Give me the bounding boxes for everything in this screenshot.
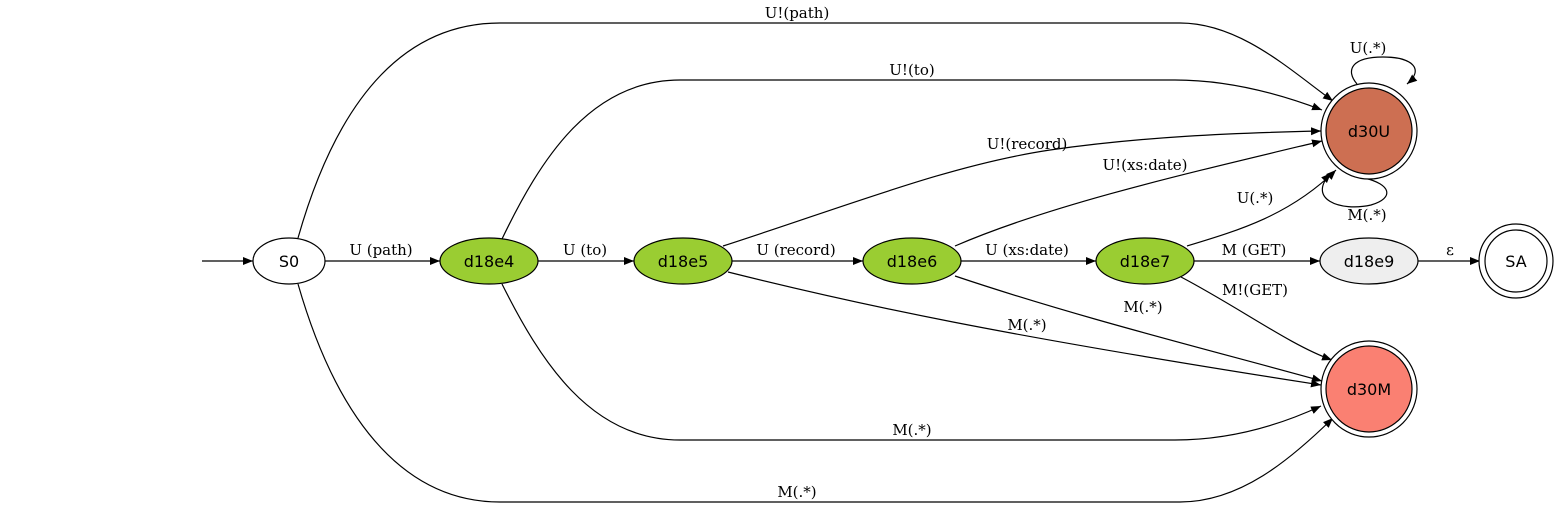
- edge-label-d18e7-d30u: U(.*): [1237, 189, 1274, 207]
- edge-label-d18e5-d30u: U!(record): [987, 135, 1068, 153]
- nodes: S0 d18e4 d18e5 d18e6 d18e7 d18e9 SA: [252, 82, 1554, 438]
- edge-d30u-self-loop-bottom: M(.*): [1321, 172, 1388, 224]
- edge-d18e4-to-d30u: U!(to): [501, 61, 1323, 240]
- node-d18e9[interactable]: d18e9: [1319, 237, 1419, 285]
- edge-label-d18e5-d18e6: U (record): [756, 241, 835, 259]
- edge-d18e7-to-d30u: U(.*): [1186, 169, 1337, 247]
- node-label-sa: SA: [1505, 252, 1526, 271]
- edge-d18e5-to-d30m: M(.*): [727, 271, 1322, 388]
- edge-d18e6-to-d30m: M(.*): [954, 275, 1323, 383]
- edge-d18e7-to-d18e9: M (GET): [1194, 241, 1320, 265]
- edge-s0-to-d30u: U!(path): [297, 4, 1334, 239]
- node-sa[interactable]: SA: [1478, 223, 1554, 299]
- node-label-d30u: d30U: [1348, 122, 1390, 141]
- edge-label-d18e4-d30m: M(.*): [892, 421, 931, 439]
- edge-s0-to-d18e4: U (path): [324, 241, 440, 265]
- edge-label-s0-d30m: M(.*): [777, 483, 816, 501]
- edge-label-d18e4-d30u: U!(to): [889, 61, 934, 79]
- edge-d18e6-to-d18e7: U (xs:date): [961, 241, 1096, 265]
- node-d18e4[interactable]: d18e4: [439, 237, 539, 285]
- node-label-d18e9: d18e9: [1344, 252, 1395, 271]
- edge-label-d18e6-d30m: M(.*): [1123, 298, 1162, 316]
- edge-s0-to-d30m: M(.*): [297, 283, 1334, 503]
- edge-label-s0-d30u: U!(path): [765, 4, 830, 22]
- node-label-d18e4: d18e4: [464, 252, 515, 271]
- edge-d18e4-to-d18e5: U (to): [538, 241, 634, 265]
- node-label-d18e5: d18e5: [658, 252, 709, 271]
- edge-label-d18e7-d18e9: M (GET): [1222, 241, 1287, 259]
- edge-label-d18e6-d18e7: U (xs:date): [985, 241, 1069, 259]
- edge-label-d18e6-d30u: U!(xs:date): [1102, 156, 1187, 174]
- edge-label-d18e5-d30m: M(.*): [1007, 316, 1046, 334]
- node-s0[interactable]: S0: [252, 237, 326, 285]
- edge-label-d18e7-d30m: M!(GET): [1222, 281, 1288, 299]
- node-d30u[interactable]: d30U: [1320, 82, 1418, 180]
- node-d18e5[interactable]: d18e5: [633, 237, 733, 285]
- edge-label-d30u-loop-bottom: M(.*): [1347, 206, 1386, 224]
- edge-d30u-self-loop-top: U(.*): [1350, 39, 1418, 85]
- edge-d18e7-to-d30m: M!(GET): [1180, 276, 1333, 361]
- edge-d18e6-to-d30u: U!(xs:date): [954, 139, 1323, 247]
- edge-d18e4-to-d30m: M(.*): [501, 283, 1322, 441]
- edge-label-s0-d18e4: U (path): [349, 241, 412, 259]
- node-label-d30m: d30M: [1347, 380, 1391, 399]
- edge-label-d18e4-d18e5: U (to): [563, 241, 607, 259]
- node-d30m[interactable]: d30M: [1320, 340, 1418, 438]
- node-label-d18e7: d18e7: [1120, 252, 1171, 271]
- edge-d18e5-to-d30u: U!(record): [722, 127, 1322, 247]
- edge-d18e9-to-sa: ε: [1418, 241, 1480, 265]
- edge-d18e5-to-d18e6: U (record): [732, 241, 863, 265]
- edges: U (path) U (to) U (record) U (xs:date) M…: [202, 4, 1480, 503]
- edge-label-d30u-loop-top: U(.*): [1350, 39, 1387, 57]
- node-d18e7[interactable]: d18e7: [1095, 237, 1195, 285]
- node-label-d18e6: d18e6: [887, 252, 938, 271]
- node-label-s0: S0: [279, 252, 299, 271]
- edge-label-d18e9-sa: ε: [1446, 241, 1454, 259]
- node-d18e6[interactable]: d18e6: [862, 237, 962, 285]
